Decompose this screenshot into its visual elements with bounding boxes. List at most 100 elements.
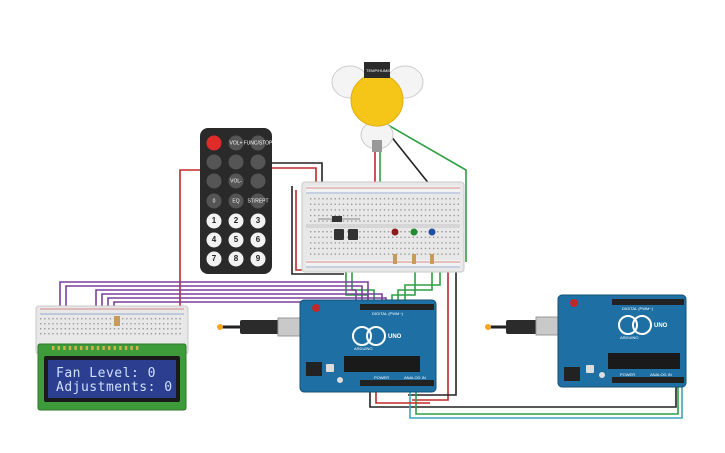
breadboard-hole	[314, 253, 316, 255]
temperature-sensor[interactable]: TEMP/HUMIDITY	[331, 62, 424, 152]
breadboard-hole	[60, 323, 62, 325]
arduino-left-analog-label: ANALOG IN	[404, 375, 426, 380]
breadboard-hole	[342, 214, 345, 217]
remote-digit-button-1[interactable]	[206, 213, 222, 229]
wire-remote-black-top	[250, 162, 323, 190]
lcd-pin	[52, 346, 55, 350]
breadboard-hole	[355, 253, 357, 255]
breadboard-hole	[40, 333, 42, 335]
breadboard-hole	[412, 203, 414, 205]
breadboard-hole	[150, 328, 153, 330]
breadboard-hole	[171, 318, 173, 320]
breadboard-hole	[52, 333, 54, 335]
breadboard-hole	[428, 203, 431, 205]
breadboard-hole	[424, 253, 427, 255]
breadboard-hole	[138, 318, 140, 320]
breadboard-hole	[101, 333, 103, 335]
remote-digit-button-4[interactable]	[206, 232, 222, 248]
breadboard-hole	[392, 203, 394, 205]
breadboard-hole	[89, 333, 91, 335]
breadboard-hole	[437, 236, 439, 238]
remote-mid-button-1[interactable]	[228, 193, 244, 209]
breadboard-hole	[97, 333, 99, 335]
lcd-line-1: Fan Level: 0	[56, 366, 156, 381]
breadboard-hole	[109, 328, 112, 330]
remote-arrow-button-2[interactable]	[250, 173, 266, 189]
remote-top-button-2[interactable]	[250, 135, 266, 151]
lcd-header-pins	[52, 346, 139, 350]
breadboard-hole	[359, 203, 361, 205]
lcd-pin	[119, 346, 122, 350]
breadboard-hole	[404, 231, 406, 233]
breadboard-hole	[441, 231, 443, 233]
remote-arrow-button-1[interactable]	[228, 173, 244, 189]
wire-i2c-black	[369, 385, 677, 408]
breadboard-hole	[437, 242, 439, 244]
breadboard-hole	[68, 333, 71, 335]
breadboard-hole	[420, 209, 423, 211]
lcd-pin	[91, 346, 94, 350]
breadboard-hole	[158, 323, 161, 325]
breadboard-hole	[314, 209, 316, 211]
remote-top-button-1[interactable]	[228, 135, 244, 151]
remote-digit-button-2[interactable]	[228, 213, 244, 229]
breadboard-hole	[330, 209, 332, 211]
remote-digit-button-9[interactable]	[250, 251, 266, 267]
breadboard-hole	[122, 323, 124, 325]
arduino-left[interactable]: DIGITAL (PWM~) POWER ANALOG IN UNO ARDUI…	[217, 299, 437, 393]
breadboard-hole	[396, 236, 398, 238]
breadboard-hole	[359, 247, 361, 250]
remote-digit-button-5[interactable]	[228, 232, 244, 248]
remote-arrow-button-0[interactable]	[206, 173, 222, 189]
breadboard-hole	[48, 318, 50, 320]
remote-digit-button-6-label: 6	[256, 235, 261, 244]
breadboard-hole	[355, 198, 357, 200]
remote-mid-button-2[interactable]	[250, 193, 266, 209]
remote-nav-button-0[interactable]	[206, 154, 222, 170]
breadboard-hole	[396, 214, 398, 217]
breadboard-hole	[367, 231, 369, 233]
remote-nav-button-2[interactable]	[250, 154, 266, 170]
breadboard-hole	[424, 247, 427, 250]
breadboard-hole	[453, 242, 455, 244]
breadboard-hole	[457, 242, 459, 244]
breadboard-hole	[375, 231, 377, 233]
breadboard-hole	[424, 214, 427, 217]
breadboard-lcd	[35, 305, 189, 355]
breadboard-hole	[363, 209, 365, 211]
breadboard-hole	[314, 220, 316, 222]
breadboard-hole	[387, 220, 390, 222]
breadboard-hole	[371, 203, 373, 205]
remote-top-button-1-label: VOL+	[230, 140, 243, 146]
breadboard-hole	[396, 220, 398, 222]
remote-digit-button-7[interactable]	[206, 251, 222, 267]
breadboard-hole	[396, 203, 398, 205]
remote-digit-button-6[interactable]	[250, 232, 266, 248]
remote-digit-button-8[interactable]	[228, 251, 244, 267]
breadboard-hole	[101, 328, 103, 330]
remote-mid-button-0-label: 0	[213, 198, 216, 204]
remote-digit-button-4-label: 4	[212, 235, 217, 244]
led-blue	[428, 228, 436, 236]
breadboard-hole	[449, 214, 451, 217]
remote-top-button-0[interactable]	[206, 135, 222, 151]
breadboard-hole	[371, 231, 373, 233]
breadboard-hole	[146, 328, 148, 330]
breadboard-hole	[412, 242, 414, 244]
breadboard-hole	[346, 198, 349, 200]
breadboard-hole	[371, 220, 373, 222]
arduino-right[interactable]: DIGITAL (PWM~) POWER ANALOG IN UNO ARDUI…	[485, 294, 687, 388]
breadboard-hole	[179, 333, 181, 335]
breadboard-hole	[387, 203, 390, 205]
breadboard-hole	[363, 214, 365, 217]
breadboard-hole	[437, 253, 439, 255]
breadboard-hole	[404, 198, 406, 200]
remote-nav-button-1[interactable]	[228, 154, 244, 170]
breadboard-hole	[81, 318, 83, 320]
breadboard-hole	[404, 220, 406, 222]
breadboard-hole	[424, 203, 427, 205]
breadboard-hole	[40, 323, 42, 325]
remote-mid-button-0[interactable]	[206, 193, 222, 209]
remote-digit-button-3[interactable]	[250, 213, 266, 229]
